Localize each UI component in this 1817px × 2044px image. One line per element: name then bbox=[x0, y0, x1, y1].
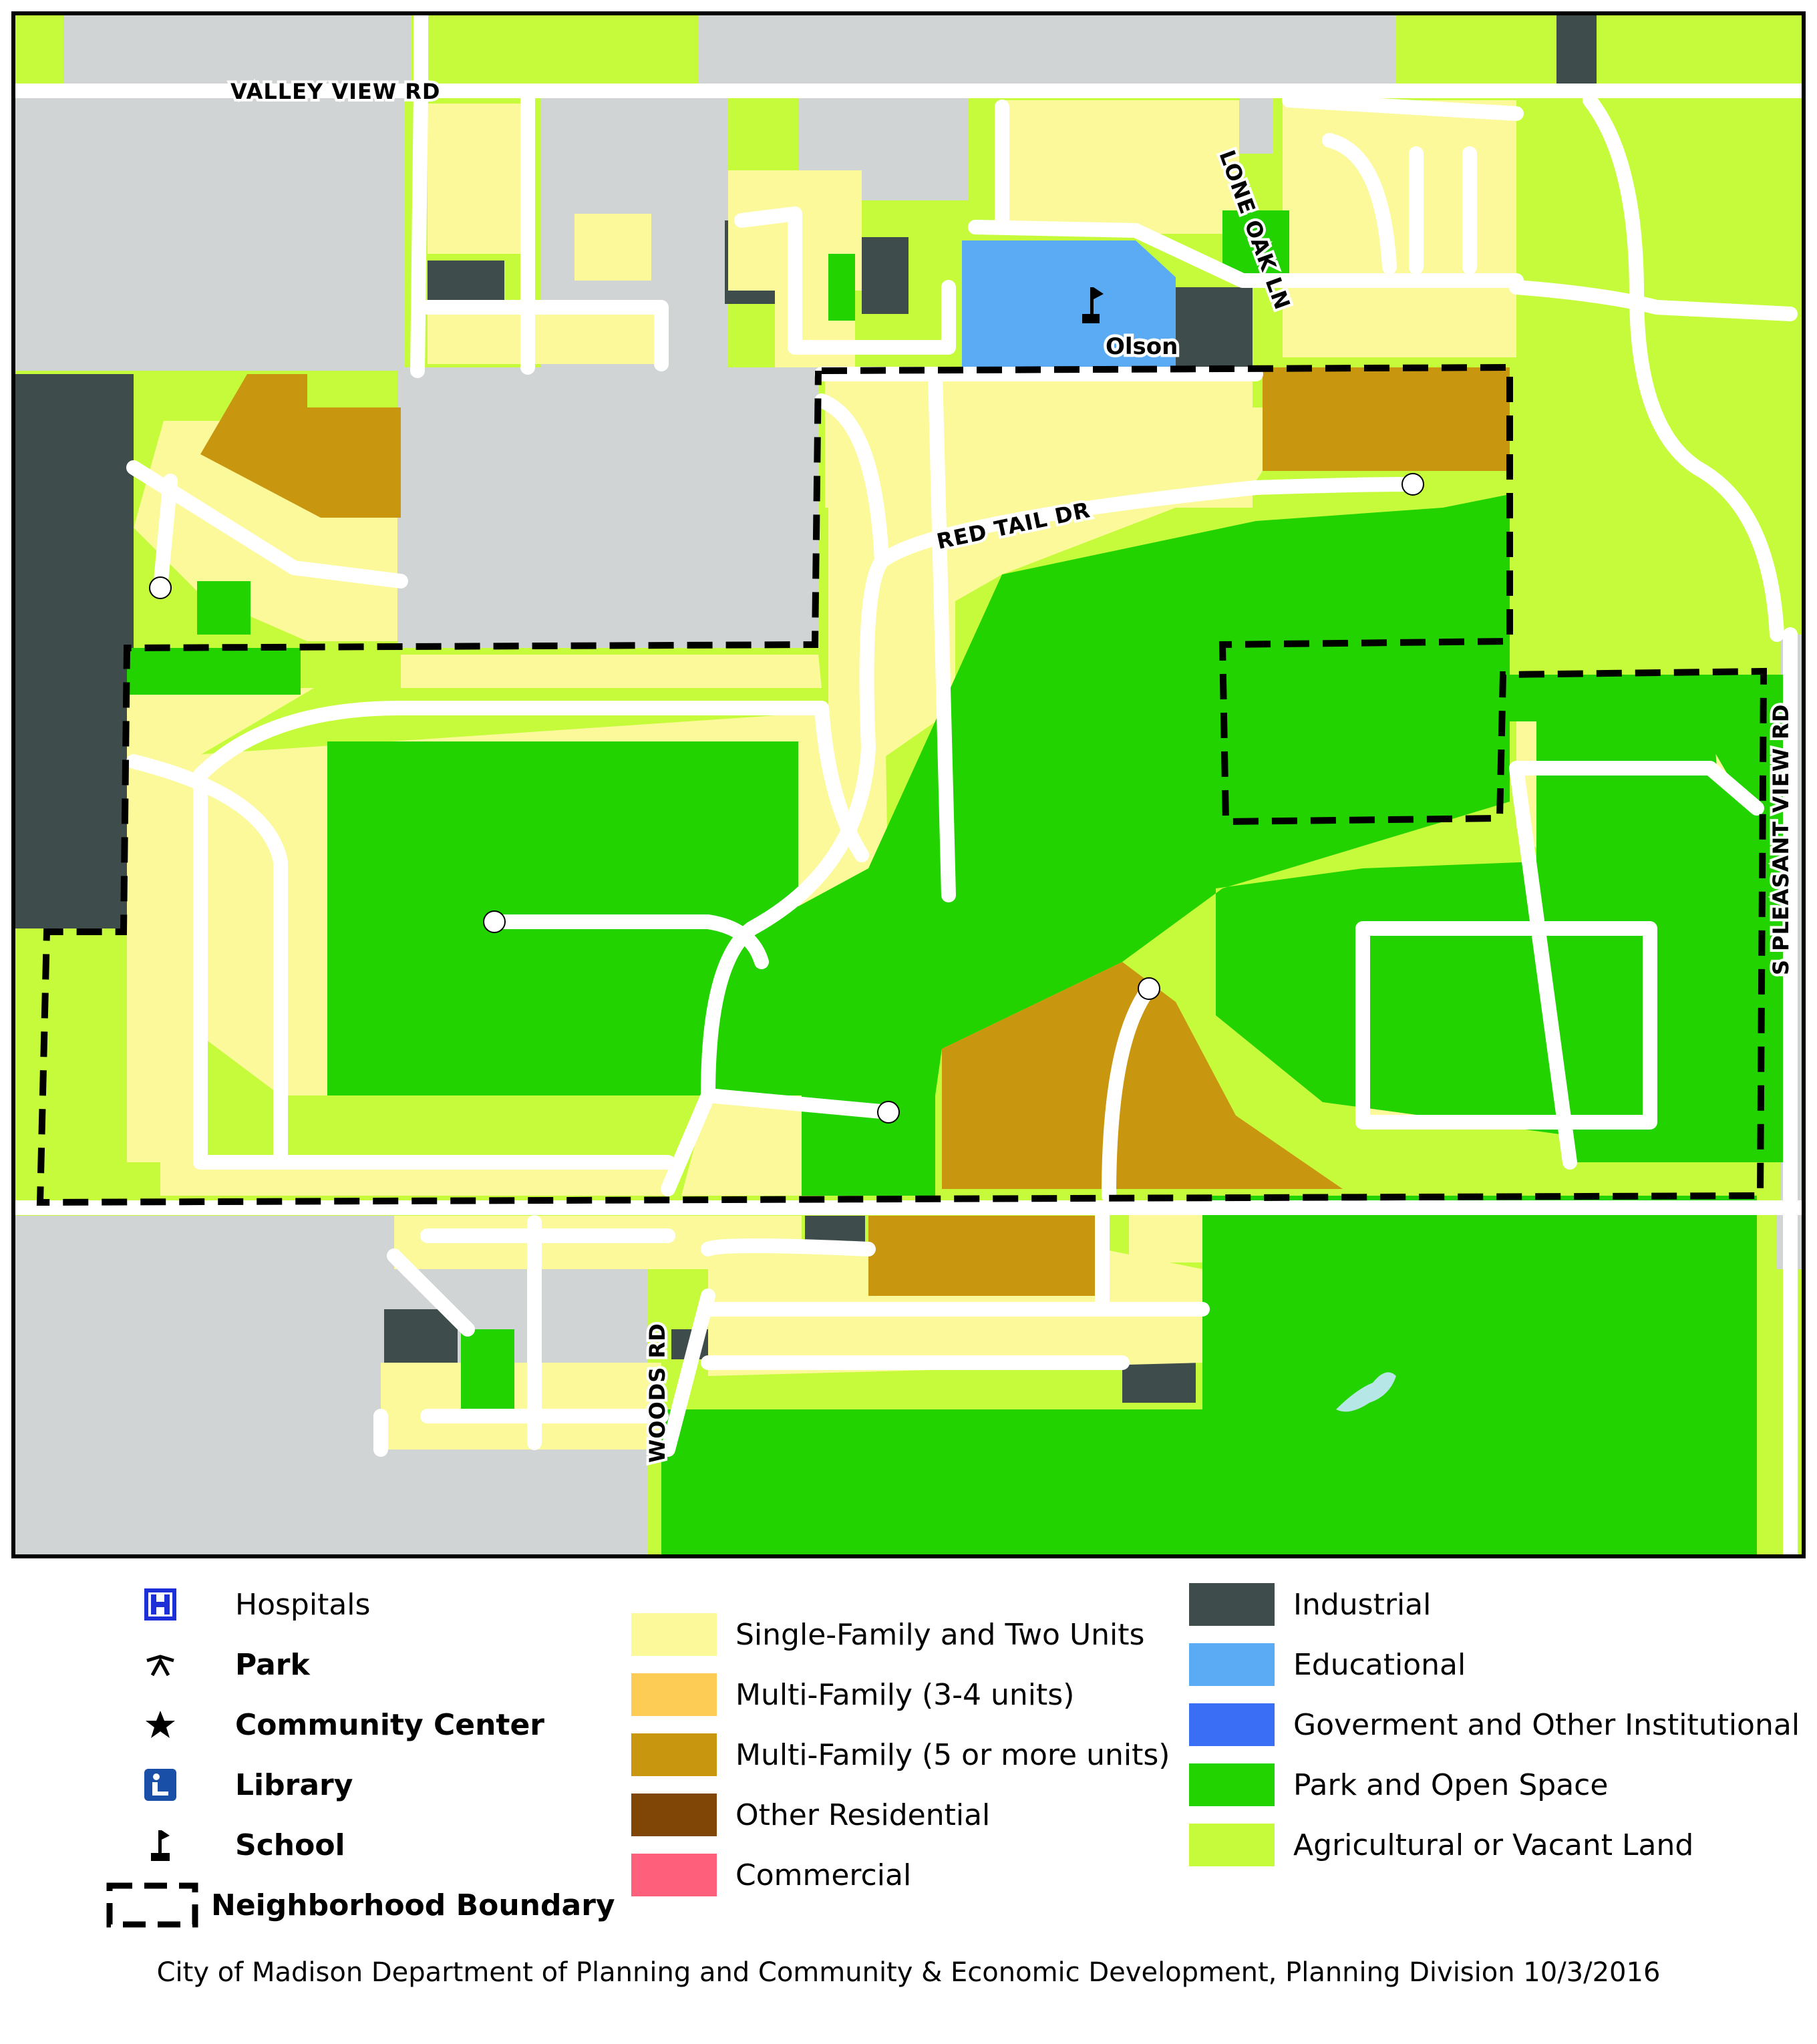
legend-label: Educational bbox=[1293, 1647, 1466, 1682]
legend-label: Library bbox=[235, 1767, 353, 1802]
hospital-icon bbox=[134, 1583, 187, 1626]
educational-area bbox=[962, 240, 1176, 404]
legend-label: Single-Family and Two Units bbox=[735, 1617, 1145, 1652]
legend-label: Commercial bbox=[735, 1858, 912, 1892]
outside-city-areas bbox=[13, 13, 1804, 1556]
dashed-boundary-icon bbox=[104, 1882, 200, 1928]
legend-library: Library bbox=[134, 1763, 353, 1806]
legend-label: Neighborhood Boundary bbox=[211, 1888, 615, 1922]
legend-label: Park and Open Space bbox=[1293, 1767, 1609, 1802]
cul-de-sacs bbox=[149, 473, 1424, 1124]
legend-boundary: Neighborhood Boundary bbox=[104, 1882, 615, 1928]
park-areas bbox=[127, 210, 1784, 1556]
legend-multi-family-5plus: Multi-Family (5 or more units) bbox=[631, 1733, 1170, 1776]
swatch-institutional bbox=[1189, 1703, 1275, 1746]
park-icon bbox=[134, 1643, 187, 1686]
swatch-multi-family-5plus bbox=[631, 1733, 717, 1776]
legend-label: Other Residential bbox=[735, 1798, 991, 1832]
legend-multi-family-3-4: Multi-Family (3-4 units) bbox=[631, 1673, 1074, 1716]
legend-label: Multi-Family (3-4 units) bbox=[735, 1677, 1075, 1712]
legend-school: School bbox=[134, 1824, 345, 1866]
credit-line: City of Madison Department of Planning a… bbox=[156, 1957, 1661, 1988]
swatch-commercial bbox=[631, 1854, 717, 1896]
library-icon bbox=[134, 1763, 187, 1806]
legend-hospitals: Hospitals bbox=[134, 1583, 370, 1626]
legend-other-residential: Other Residential bbox=[631, 1794, 990, 1836]
map-frame bbox=[11, 11, 1806, 1558]
legend-park: Park bbox=[134, 1643, 310, 1686]
swatch-industrial bbox=[1189, 1583, 1275, 1626]
legend: Hospitals Park Community Center Library … bbox=[0, 1583, 1817, 2044]
land-use-map: Olson VALLEY VIEW RD RED TAIL DR LONE OA… bbox=[6, 6, 1811, 1563]
legend-label: Community Center bbox=[235, 1707, 545, 1742]
star-icon bbox=[134, 1703, 187, 1746]
street-label-valley-view: VALLEY VIEW RD bbox=[230, 79, 440, 104]
multi-family-areas bbox=[200, 367, 1510, 1296]
legend-park-open-space: Park and Open Space bbox=[1189, 1763, 1608, 1806]
street-label-woods-rd: WOODS RD bbox=[645, 1323, 670, 1463]
legend-label: Multi-Family (5 or more units) bbox=[735, 1737, 1170, 1772]
legend-agricultural: Agricultural or Vacant Land bbox=[1189, 1824, 1693, 1866]
school-flag-icon bbox=[1082, 287, 1104, 323]
swatch-multi-family-3-4 bbox=[631, 1673, 717, 1716]
school-label: Olson bbox=[1106, 333, 1178, 360]
swatch-single-family bbox=[631, 1613, 717, 1656]
legend-single-family: Single-Family and Two Units bbox=[631, 1613, 1144, 1656]
legend-community-center: Community Center bbox=[134, 1703, 544, 1746]
legend-educational: Educational bbox=[1189, 1643, 1466, 1686]
swatch-agricultural bbox=[1189, 1824, 1275, 1866]
legend-label: Goverment and Other Institutional bbox=[1293, 1707, 1800, 1742]
roads bbox=[6, 6, 1811, 1563]
legend-label: Industrial bbox=[1293, 1587, 1432, 1622]
swatch-other-residential bbox=[631, 1794, 717, 1836]
legend-industrial: Industrial bbox=[1189, 1583, 1431, 1626]
pond bbox=[1336, 1372, 1396, 1412]
street-label-pleasant-view: S PLEASANT VIEW RD bbox=[1768, 704, 1794, 975]
legend-label: School bbox=[235, 1828, 345, 1862]
legend-institutional: Goverment and Other Institutional bbox=[1189, 1703, 1800, 1746]
legend-commercial: Commercial bbox=[631, 1854, 911, 1896]
legend-label: Hospitals bbox=[235, 1587, 371, 1622]
school-flag-icon bbox=[134, 1824, 187, 1866]
swatch-educational bbox=[1189, 1643, 1275, 1686]
swatch-park-open-space bbox=[1189, 1763, 1275, 1806]
neighborhood-boundary bbox=[36, 363, 1768, 1206]
legend-label: Agricultural or Vacant Land bbox=[1293, 1828, 1694, 1862]
legend-label: Park bbox=[235, 1647, 310, 1682]
